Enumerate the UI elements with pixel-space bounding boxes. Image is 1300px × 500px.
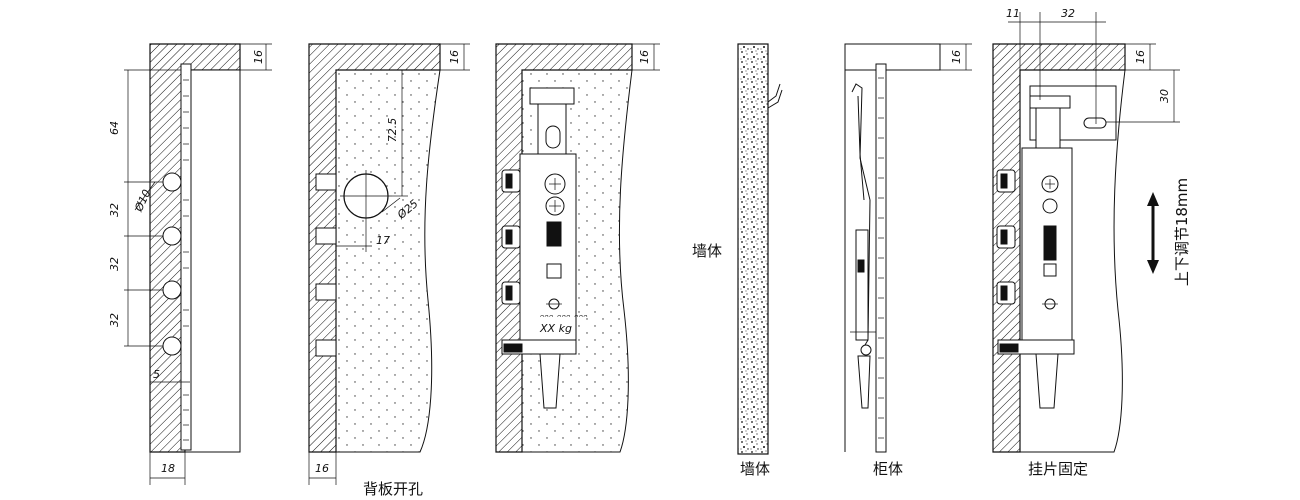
dim-18: 18 [161, 462, 175, 475]
hanger-label-line1: ᵔᵔᵔ ᵔᵔᵔ ᵔᵔᵔ [540, 312, 588, 325]
cam-fittings-front [501, 169, 521, 305]
dim-16-panel1: 16 [252, 50, 265, 64]
panel-5-cabinet-side: 16 柜体 [844, 43, 972, 478]
caption-wall-bottom: 墙体 [740, 460, 770, 478]
caption-vertical-adjust: 上下调节18mm [1173, 178, 1191, 286]
dim-16-panel6: 16 [1134, 50, 1147, 64]
cam-fittings-fix [996, 169, 1016, 305]
panel-3-hanger-front: 16 ᵔᵔᵔ ᵔᵔᵔ ᵔᵔᵔ XX kg [495, 43, 660, 453]
hanger-side-profile [850, 83, 876, 409]
hanger-label-line2: XX kg [539, 322, 572, 335]
strip-ticks [183, 79, 189, 441]
dim-32-top: 32 [1061, 7, 1075, 20]
dim-16-panel2-bottom: 16 [315, 462, 329, 475]
hanger-body-front: ᵔᵔᵔ ᵔᵔᵔ ᵔᵔᵔ XX kg [501, 87, 588, 409]
vertical-adjust-arrow-icon [1147, 192, 1159, 274]
panel-6-hanger-fix: 11 32 16 30 上下调节18mm 挂片固定 [992, 7, 1191, 478]
dim-11: 11 [1006, 7, 1020, 20]
caption-cabinet-body: 柜体 [873, 460, 903, 478]
dim-16-panel3: 16 [638, 50, 651, 64]
panel-1-section-holes: 64 Ø10 32 32 32 5 18 16 [108, 43, 272, 485]
dim-16-panel2: 16 [448, 50, 461, 64]
dim-32-c: 32 [108, 313, 121, 327]
dim-16-panel5: 16 [950, 50, 963, 64]
dim-30: 30 [1158, 89, 1171, 103]
dim-5: 5 [153, 368, 160, 381]
wall-section [737, 43, 769, 455]
panel-2-back-panel-hole: 72.5 Ø25 17 16 16 背板开孔 [308, 43, 470, 498]
hanger-plate [997, 85, 1117, 409]
caption-wall-left: 墙体 [692, 242, 722, 260]
dim-32-b: 32 [108, 257, 121, 271]
dim-64: 64 [108, 121, 121, 135]
drill-holes [162, 172, 182, 356]
dim-17: 17 [376, 234, 390, 247]
panel-4-wall: 墙体 墙体 [692, 43, 783, 478]
dim-72-5: 72.5 [386, 118, 399, 143]
cabinet-strip-ticks [878, 77, 884, 439]
caption-back-panel-hole: 背板开孔 [363, 480, 423, 498]
caption-hanger-fix: 挂片固定 [1028, 460, 1088, 478]
dim-32-a: 32 [108, 203, 121, 217]
hanger-strip [180, 63, 192, 451]
